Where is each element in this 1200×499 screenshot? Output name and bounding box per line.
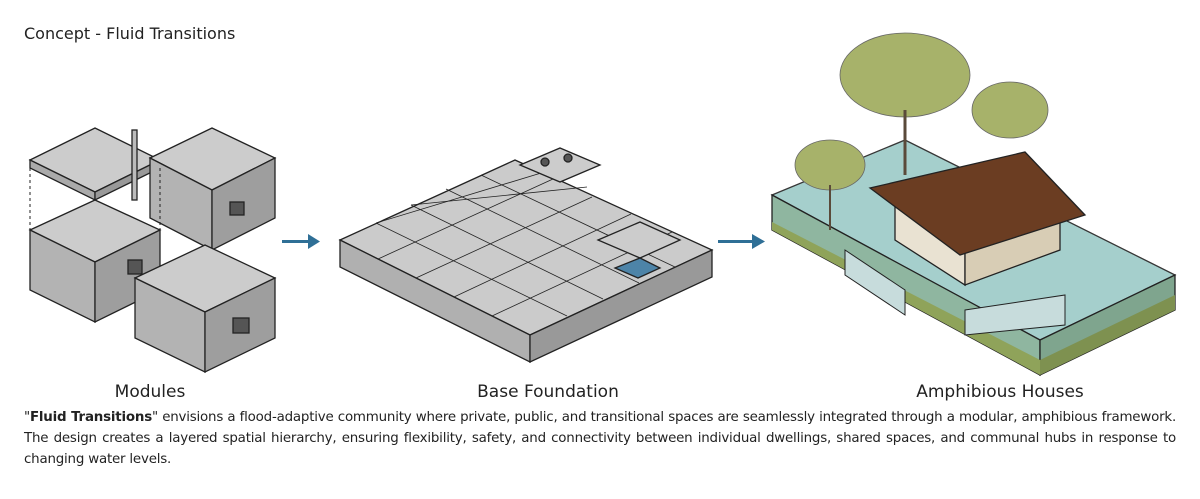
description-highlight: Fluid Transitions [29,410,152,425]
quote-close: " [151,410,158,425]
label-modules: Modules [114,382,186,402]
quote-open: " [24,410,30,425]
arrow-icon [282,234,320,249]
page-title: Concept - Fluid Transitions [24,24,236,43]
amphibious-houses-illustration [770,32,1177,377]
tree-icon [794,32,1049,191]
base-foundation-illustration [338,147,714,364]
modules-illustration [28,127,277,374]
description-paragraph: "Fluid Transitions" envisions a flood-ad… [24,407,1176,470]
label-amphibious-houses: Amphibious Houses [916,382,1084,402]
description-text: envisions a flood-adaptive community whe… [24,410,1176,467]
arrow-icon [718,234,765,249]
label-base-foundation: Base Foundation [477,382,619,402]
